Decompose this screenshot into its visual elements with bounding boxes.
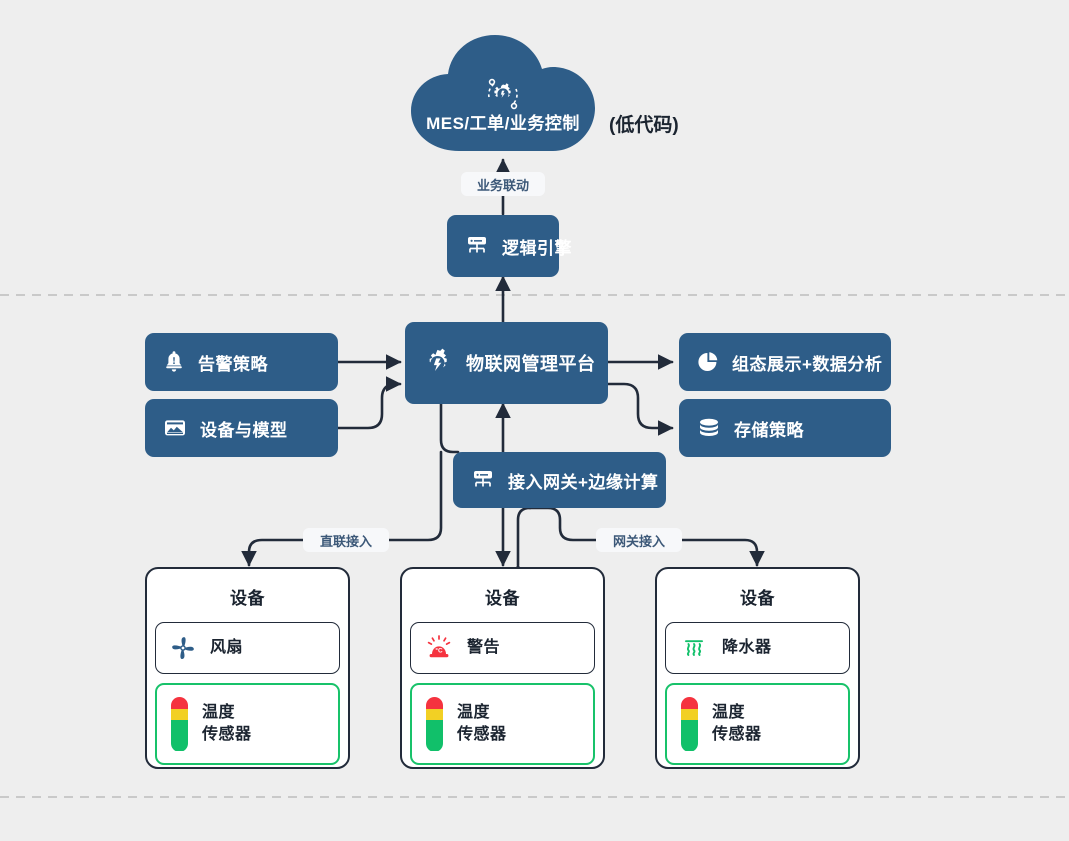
device-row[interactable]: 温度 传感器 <box>155 683 340 765</box>
node-visualization-label: 组态展示+数据分析 <box>732 354 883 374</box>
device-row-label: 警告 <box>467 639 501 657</box>
node-alarm-policy-label: 告警策略 <box>198 354 268 374</box>
node-visualization[interactable]: 组态展示+数据分析 <box>679 333 891 391</box>
node-device-model[interactable]: 设备与模型 <box>145 399 338 457</box>
device-card-title: 设备 <box>740 589 775 608</box>
node-storage-policy[interactable]: 存储策略 <box>679 399 891 457</box>
node-logic-engine-label: 逻辑引擎 <box>502 238 572 258</box>
node-iot-platform[interactable]: 物联网管理平台 <box>405 322 608 404</box>
node-gateway-edge-label: 接入网关+边缘计算 <box>508 472 659 492</box>
low-code-note: (低代码) <box>609 115 679 136</box>
fan-icon <box>170 635 196 661</box>
edge-label-business-link: 业务联动 <box>461 172 545 196</box>
device-card[interactable]: 设备 降水器 <box>655 567 860 769</box>
edge-gateway-platform-2 <box>433 387 460 454</box>
node-device-model-label: 设备与模型 <box>200 420 288 440</box>
cloud-node[interactable]: MES/工单/业务控制 <box>403 33 603 158</box>
database-icon <box>697 417 721 439</box>
cloud-label: MES/工单/业务控制 <box>426 114 580 133</box>
device-row[interactable]: 降水器 <box>665 622 850 674</box>
node-iot-platform-label: 物联网管理平台 <box>466 354 596 374</box>
pie-chart-icon <box>697 351 719 373</box>
sprinkler-steam-icon <box>680 635 708 661</box>
device-card[interactable]: 设备 °C 警告 <box>400 567 605 769</box>
device-row-label: 温度 传感器 <box>457 704 507 743</box>
bell-icon <box>163 351 185 373</box>
node-gateway-edge[interactable]: 接入网关+边缘计算 <box>453 452 666 508</box>
temperature-sensor-icon <box>681 696 698 752</box>
device-row-label: 降水器 <box>722 639 772 657</box>
svg-text:°C: °C <box>435 646 443 654</box>
device-row[interactable]: 温度 传感器 <box>665 683 850 765</box>
node-logic-engine[interactable]: 逻辑引擎 <box>447 215 572 277</box>
temperature-sensor-icon <box>426 696 443 752</box>
edge-platform-storage <box>593 376 674 436</box>
device-row[interactable]: 风扇 <box>155 622 340 674</box>
gear-orbit-icon <box>481 75 525 115</box>
gateway-icon <box>471 469 495 491</box>
edge-label-direct-access: 直联接入 <box>303 528 389 552</box>
device-row-label: 温度 传感器 <box>202 704 252 743</box>
device-model-icon <box>163 417 187 439</box>
temperature-sensor-icon <box>171 696 188 752</box>
device-row-label: 温度 传感器 <box>712 704 762 743</box>
gear-icon <box>423 348 453 378</box>
edge-label-gateway-access: 网关接入 <box>596 528 682 552</box>
device-row[interactable]: 温度 传感器 <box>410 683 595 765</box>
device-card-title: 设备 <box>230 589 265 608</box>
alarm-siren-icon: °C <box>425 635 453 661</box>
gateway-icon <box>465 235 489 257</box>
device-row[interactable]: °C 警告 <box>410 622 595 674</box>
device-card-title: 设备 <box>485 589 520 608</box>
edge-devicemodel-platform <box>323 376 402 436</box>
device-row-label: 风扇 <box>210 639 244 657</box>
edge-gateway-card2-up <box>511 506 532 577</box>
node-alarm-policy[interactable]: 告警策略 <box>145 333 338 391</box>
device-card[interactable]: 设备 风扇 <box>145 567 350 769</box>
node-storage-policy-label: 存储策略 <box>734 420 804 440</box>
